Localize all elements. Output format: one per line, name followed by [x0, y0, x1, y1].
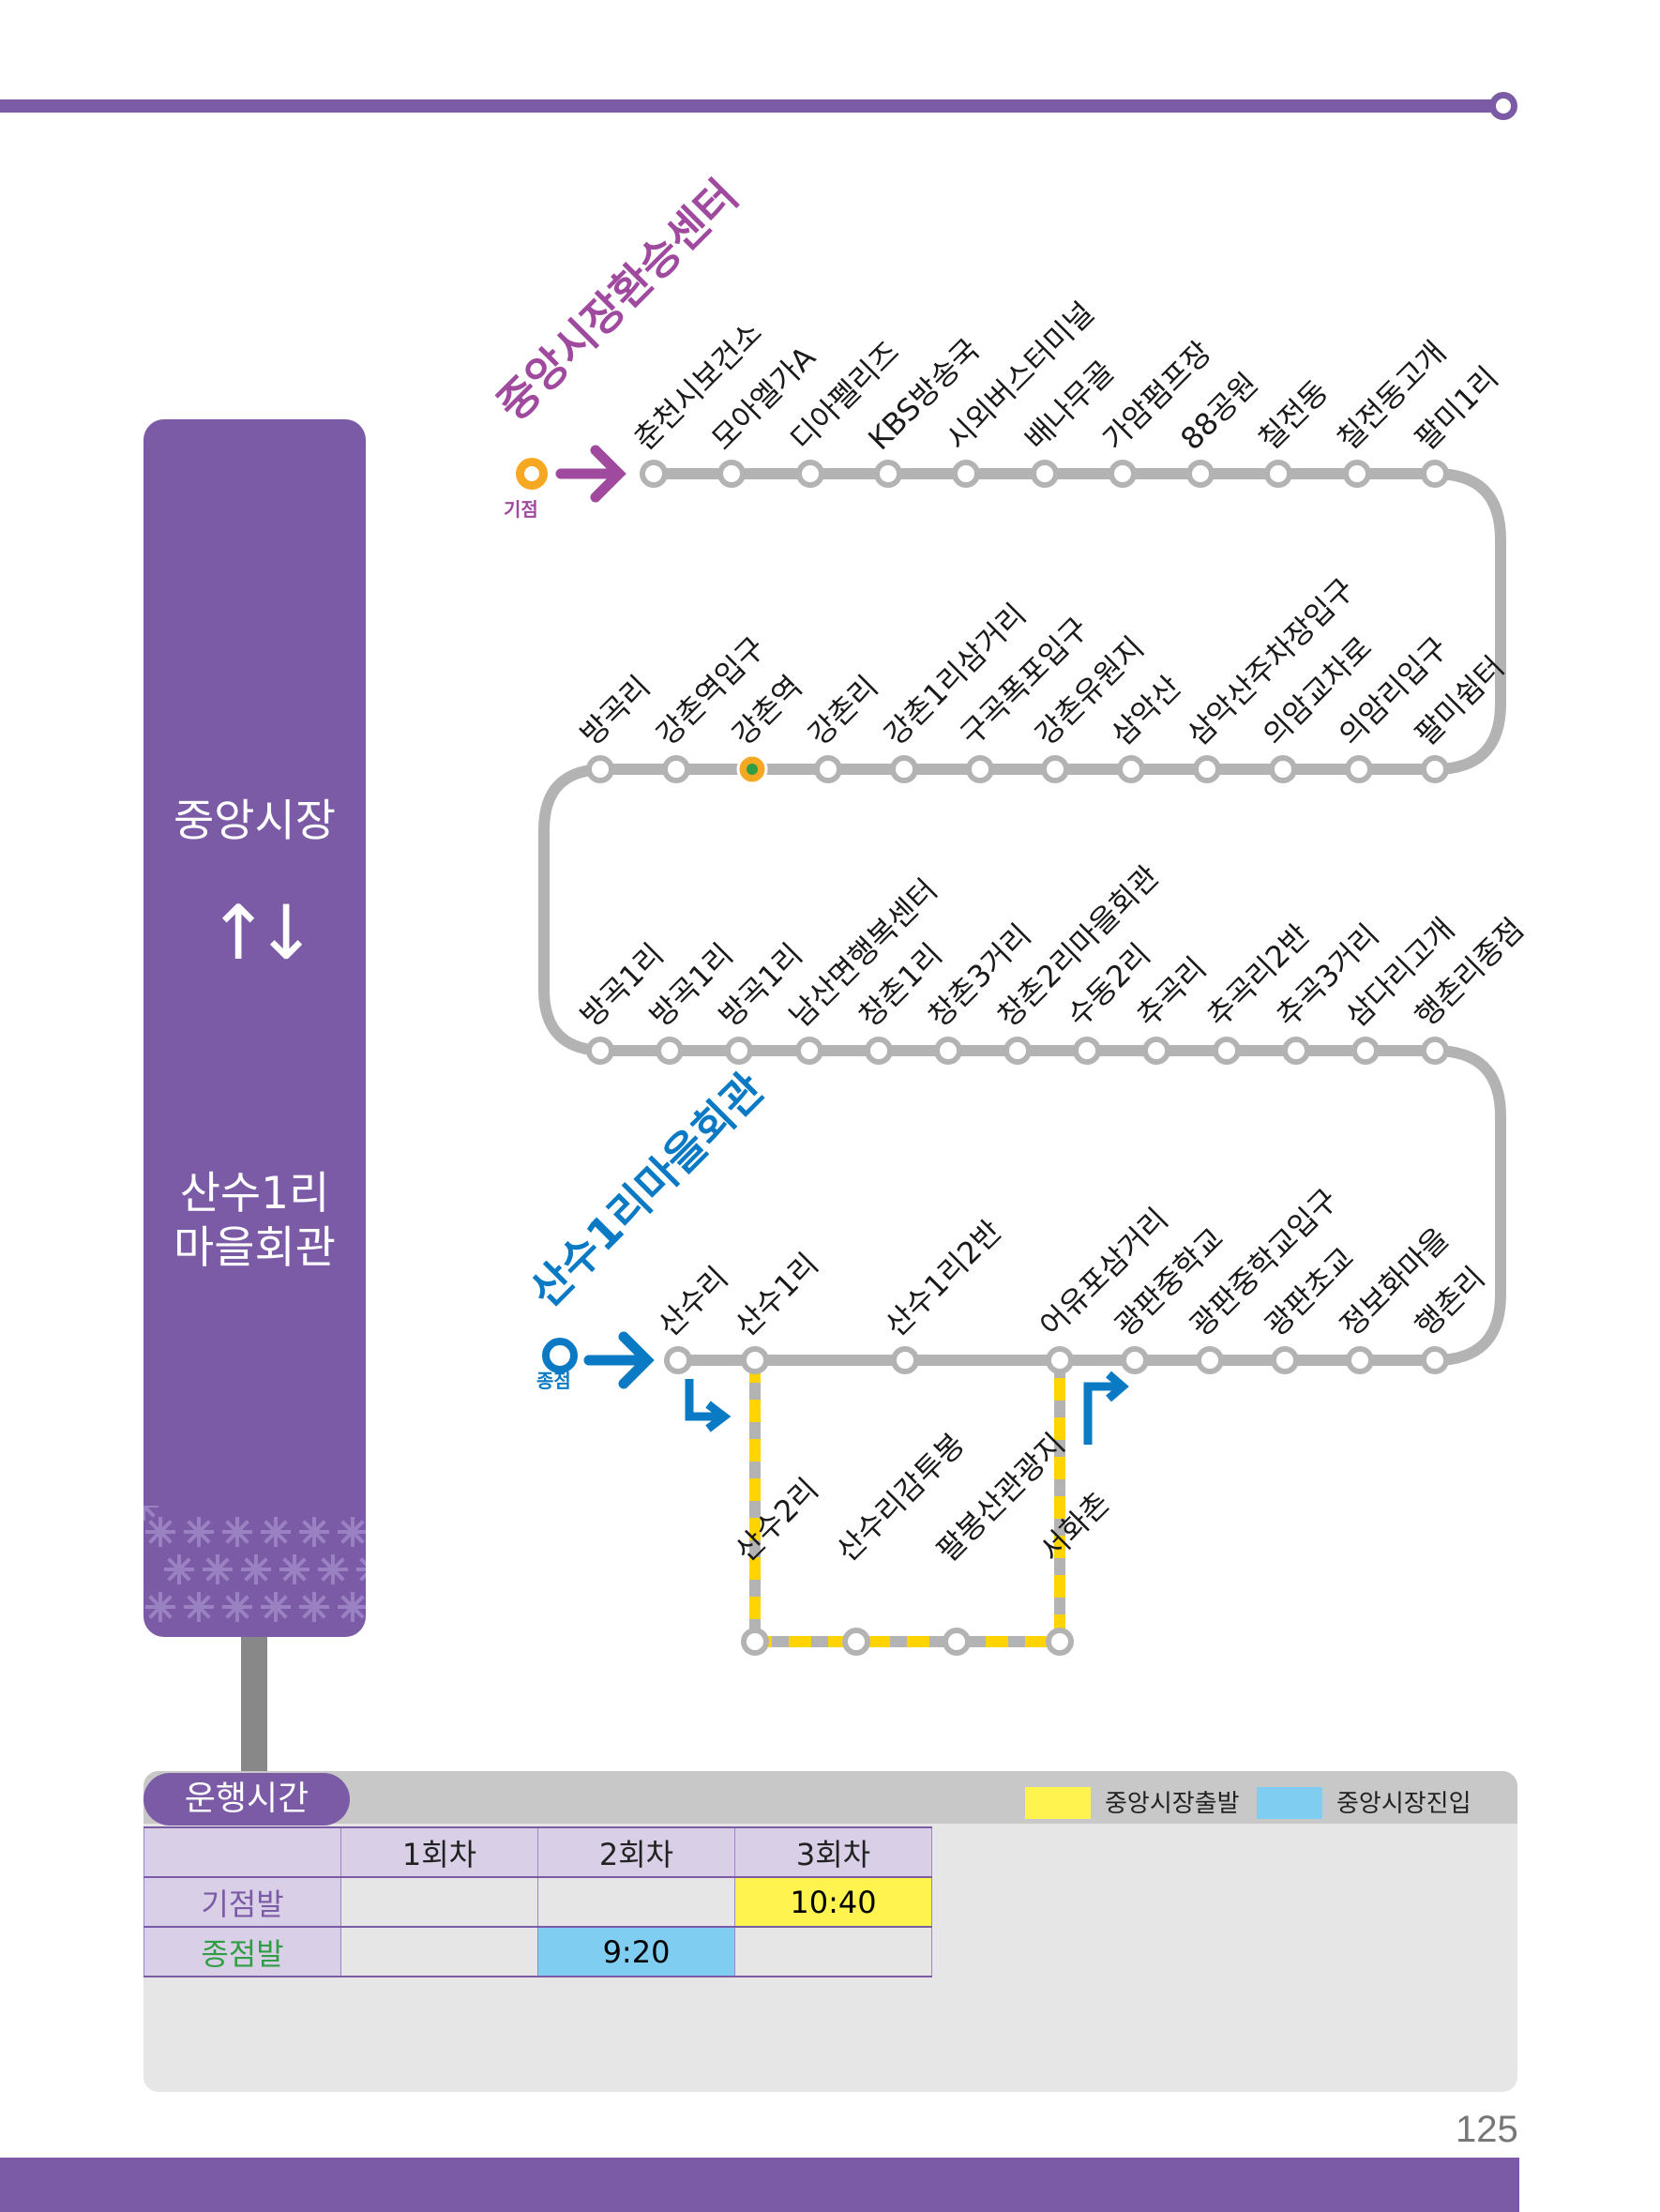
- stop-dot: [865, 1037, 893, 1065]
- stop-dot: [795, 1037, 823, 1065]
- legend-swatch-departure: [1025, 1787, 1091, 1819]
- stop-dot: [656, 1037, 684, 1065]
- stop-dot: [1041, 755, 1069, 783]
- table-corner: [143, 1826, 341, 1878]
- row-header: 기점발: [143, 1876, 341, 1928]
- schedule-table: 1회차 2회차 3회차 기점발 10:40 종점발 9:20: [143, 1826, 932, 1977]
- destination-label-line2: 마을회관: [174, 1222, 336, 1274]
- stop-dot: [966, 755, 994, 783]
- table-cell: [340, 1926, 538, 1977]
- column-header: 1회차: [340, 1826, 538, 1878]
- table-cell: 10:40: [734, 1876, 932, 1928]
- route-line: [538, 468, 1506, 1366]
- start-rainbow-icon-center: [524, 466, 539, 481]
- flower-pattern-icon: [143, 1506, 366, 1622]
- stop-dot: [1343, 460, 1371, 488]
- stop-dot: [664, 1346, 692, 1374]
- stop-dot: [1186, 460, 1215, 488]
- column-header: 2회차: [537, 1826, 735, 1878]
- legend-label-departure: 중앙시장출발: [1105, 1790, 1240, 1818]
- end-arrow-icon: [583, 1331, 655, 1389]
- bottom-bar: [0, 2158, 1519, 2212]
- stop-dot: [1109, 460, 1137, 488]
- loop-stop-dot: [741, 1628, 769, 1656]
- stop-dot: [1282, 1037, 1310, 1065]
- origin-label: 중앙시장: [174, 795, 336, 847]
- table-row: 기점발 10:40: [143, 1876, 932, 1928]
- legend-label-entry: 중앙시장진입: [1336, 1790, 1471, 1818]
- start-tag: 기점: [504, 498, 538, 521]
- stop-dot: [1004, 1037, 1032, 1065]
- top-rule-end-dot: [1489, 92, 1517, 120]
- stop-dot: [1193, 755, 1221, 783]
- stop-dot: [1351, 1037, 1380, 1065]
- stop-dot: [890, 755, 918, 783]
- stop-dot: [952, 460, 980, 488]
- route-side-panel: 중앙시장 ↑↓ 산수1리 마을회관: [143, 419, 366, 1637]
- loop-stop-dot: [842, 1628, 870, 1656]
- stop-dot: [1421, 460, 1449, 488]
- loop-exit-arrow-icon: [685, 1379, 732, 1432]
- stop-dot: [1421, 1037, 1449, 1065]
- stop-dot: [586, 755, 614, 783]
- stop-dot: [1031, 460, 1059, 488]
- stop-dot: [662, 755, 690, 783]
- stop-dot: [1142, 1037, 1170, 1065]
- side-panel-post: [241, 1632, 267, 1771]
- stop-dot: [1121, 1346, 1149, 1374]
- stop-dot: [1345, 755, 1373, 783]
- stop-dot: [741, 1346, 769, 1374]
- loop-stop-dot: [1046, 1628, 1074, 1656]
- column-header: 3회차: [734, 1826, 932, 1878]
- stop-dot: [586, 1037, 614, 1065]
- start-arrow-icon: [555, 445, 626, 503]
- stop-dot: [717, 460, 746, 488]
- stop-dot: [1271, 1346, 1299, 1374]
- stop-dot: [891, 1346, 919, 1374]
- transfer-station-icon-center: [747, 764, 758, 775]
- table-cell: [537, 1876, 735, 1928]
- stop-dot: [814, 755, 842, 783]
- stop-dot: [1269, 755, 1297, 783]
- stop-dot: [1421, 755, 1449, 783]
- destination-label-line1: 산수1리: [179, 1168, 330, 1220]
- loop-stop-dot: [943, 1628, 971, 1656]
- end-tag: 종점: [536, 1370, 571, 1392]
- page-number: 125: [1456, 2109, 1518, 2150]
- stop-dot: [1196, 1346, 1224, 1374]
- schedule-title: 운행시간: [143, 1773, 350, 1826]
- stop-dot: [874, 460, 902, 488]
- loop-return-arrow-icon: [1083, 1371, 1129, 1445]
- stop-dot: [1346, 1346, 1374, 1374]
- table-cell: 9:20: [537, 1926, 735, 1977]
- table-cell: [340, 1876, 538, 1928]
- table-row: 종점발 9:20: [143, 1926, 932, 1977]
- table-cell: [734, 1926, 932, 1977]
- stop-dot: [796, 460, 824, 488]
- stop-dot: [640, 460, 668, 488]
- stop-dot: [1046, 1346, 1074, 1374]
- legend-swatch-entry: [1257, 1787, 1322, 1819]
- top-rule: [0, 99, 1498, 113]
- stop-dot: [1421, 1346, 1449, 1374]
- stop-dot: [725, 1037, 753, 1065]
- bidirectional-arrows-icon: ↑↓: [206, 889, 317, 977]
- end-marker-icon: [542, 1338, 578, 1373]
- loop-line-dash: [749, 1360, 1065, 1647]
- stop-dot: [934, 1037, 962, 1065]
- stop-dot: [1213, 1037, 1241, 1065]
- stop-dot: [1117, 755, 1145, 783]
- row-header: 종점발: [143, 1926, 341, 1977]
- table-header-row: 1회차 2회차 3회차: [143, 1826, 932, 1878]
- stop-dot: [1264, 460, 1292, 488]
- stop-dot: [1073, 1037, 1101, 1065]
